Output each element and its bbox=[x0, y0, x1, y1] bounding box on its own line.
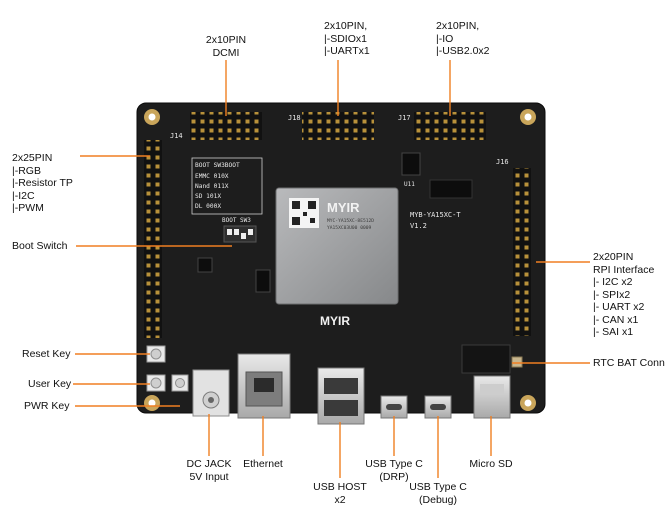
rpi-2x20-header bbox=[513, 168, 531, 336]
usb-host-port bbox=[317, 367, 365, 425]
silk-boot-head: BOOT SW3BOOT bbox=[195, 162, 240, 169]
label-rtc-bat-conn: RTC BAT Conn bbox=[593, 357, 665, 369]
silk-boot-row-1: EMMC 010X bbox=[195, 173, 229, 180]
label-usb-type-c-debug: USB Type C (Debug) bbox=[409, 481, 467, 506]
module-brand: MYIR bbox=[327, 200, 360, 215]
label-boot-switch: Boot Switch bbox=[12, 240, 68, 252]
som-module: MYIR MYC-YA15XC-8E512D YA15XC03U00 0009 bbox=[275, 187, 399, 305]
leader-lines bbox=[73, 60, 590, 478]
label-pwr-key: PWR Key bbox=[24, 400, 70, 412]
label-ethernet: Ethernet bbox=[243, 458, 283, 470]
pwr-key bbox=[171, 374, 189, 392]
user-key bbox=[146, 374, 166, 392]
board-brand: MYIR bbox=[320, 314, 350, 328]
board-name: MYB-YA15XC-T bbox=[410, 211, 461, 219]
silk-j14: J14 bbox=[170, 132, 183, 140]
left-2x25-header bbox=[144, 140, 162, 338]
label-usb-io: 2x10PIN, |-IO |-USB2.0x2 bbox=[436, 20, 490, 57]
module-line-1: MYC-YA15XC-8E512D bbox=[327, 218, 374, 224]
reset-key bbox=[146, 345, 166, 363]
label-rpi-interface: 2x20PIN RPI Interface |- I2C x2 |- SPIx2… bbox=[593, 251, 655, 338]
label-usb-host: USB HOST x2 bbox=[313, 481, 367, 506]
label-dcmi: 2x10PIN DCMI bbox=[205, 34, 247, 59]
label-user-key: User Key bbox=[28, 378, 72, 390]
ethernet-jack bbox=[237, 353, 291, 419]
svg-text:U11: U11 bbox=[404, 181, 415, 188]
usb-type-c-debug bbox=[424, 395, 452, 419]
mounting-holes bbox=[144, 109, 536, 411]
usb-io-header bbox=[414, 112, 486, 140]
sdio-header bbox=[302, 112, 374, 140]
dc-jack bbox=[192, 369, 230, 417]
chip-u3 bbox=[197, 257, 213, 273]
dcmi-header bbox=[190, 112, 262, 140]
silk-j17: J17 bbox=[398, 114, 411, 122]
silk-boot-row-2: Nand 011X bbox=[195, 183, 229, 190]
rtc-connector bbox=[511, 356, 523, 368]
silk-j18: J18 bbox=[288, 114, 301, 122]
label-left-header: 2x25PIN |-RGB |-Resistor TP |-I2C |-PWM bbox=[12, 152, 73, 214]
silk-boot-row-4: DL 000X bbox=[195, 203, 221, 210]
micro-sd-slot bbox=[473, 375, 511, 419]
module-line-2: YA15XC03U00 0009 bbox=[327, 225, 371, 231]
chip-u11 bbox=[401, 152, 421, 176]
usb-type-c-drp bbox=[380, 395, 408, 419]
label-sdio: 2x10PIN, |-SDIOx1 |-UARTx1 bbox=[324, 20, 370, 57]
silk-sw-label: BOOT SW3 bbox=[222, 217, 251, 224]
silk-boot-row-3: SD 101X bbox=[195, 193, 221, 200]
label-reset-key: Reset Key bbox=[22, 348, 71, 360]
label-dc-jack: DC JACK 5V Input bbox=[186, 458, 232, 483]
silk-j16: J16 bbox=[496, 158, 509, 166]
label-micro-sd: Micro SD bbox=[469, 458, 513, 470]
board-version: V1.2 bbox=[410, 222, 427, 230]
boot-switch bbox=[223, 225, 257, 243]
label-usb-type-c-drp: USB Type C (DRP) bbox=[365, 458, 423, 483]
